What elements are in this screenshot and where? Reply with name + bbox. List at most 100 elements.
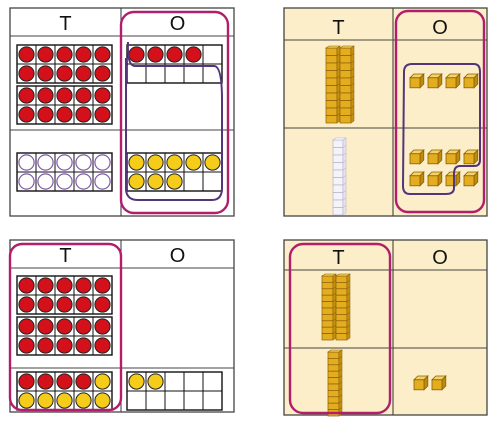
red-counter bbox=[19, 66, 34, 81]
red-counter bbox=[129, 47, 144, 62]
yellow-counter bbox=[129, 374, 144, 389]
rod-unit bbox=[340, 78, 351, 86]
red-counter bbox=[19, 297, 34, 312]
rod-unit bbox=[340, 63, 351, 71]
rod-unit bbox=[322, 289, 333, 295]
tens-header: T bbox=[59, 13, 71, 35]
rod-side bbox=[337, 114, 340, 124]
red-counter bbox=[95, 47, 110, 62]
ten-frame bbox=[17, 317, 112, 355]
rod-unit bbox=[340, 101, 351, 109]
rod-unit bbox=[340, 93, 351, 101]
rod-unit bbox=[333, 148, 343, 156]
yellow-counter bbox=[95, 374, 110, 389]
cube-front bbox=[464, 176, 474, 186]
red-counter bbox=[38, 107, 53, 122]
yellow-counter bbox=[148, 374, 163, 389]
rod-unit bbox=[322, 282, 333, 288]
rod-unit bbox=[333, 170, 343, 178]
red-counter bbox=[95, 319, 110, 334]
panel-border bbox=[284, 240, 487, 415]
red-counter bbox=[57, 319, 72, 334]
ones-header: O bbox=[170, 245, 186, 267]
ones-header: O bbox=[170, 13, 186, 35]
red-counter bbox=[95, 338, 110, 353]
rod-unit bbox=[322, 276, 333, 282]
rod-unit bbox=[322, 302, 333, 308]
rod-unit bbox=[340, 108, 351, 116]
yellow-counter bbox=[148, 174, 163, 189]
red-counter bbox=[76, 66, 91, 81]
rod-side bbox=[351, 114, 354, 124]
tens-header: T bbox=[332, 247, 344, 269]
rod-unit bbox=[336, 308, 347, 314]
red-counter bbox=[76, 47, 91, 62]
cube-front bbox=[410, 154, 420, 164]
yellow-counter bbox=[205, 155, 220, 170]
rod-unit bbox=[328, 397, 339, 403]
red-counter bbox=[38, 297, 53, 312]
yellow-counter bbox=[186, 155, 201, 170]
ones-header: O bbox=[432, 17, 448, 39]
cube-front bbox=[414, 380, 424, 390]
yellow-counter bbox=[76, 393, 91, 408]
red-counter bbox=[76, 319, 91, 334]
cube-front bbox=[464, 78, 474, 88]
ten-frame bbox=[17, 153, 112, 191]
rod-unit bbox=[326, 108, 337, 116]
cube-front bbox=[428, 78, 438, 88]
red-counter bbox=[57, 278, 72, 293]
red-counter bbox=[76, 107, 91, 122]
cube-front bbox=[446, 154, 456, 164]
yellow-counter bbox=[19, 393, 34, 408]
rod-unit bbox=[336, 321, 347, 327]
rod-unit bbox=[322, 321, 333, 327]
empty-counter bbox=[76, 174, 91, 189]
rod-unit bbox=[336, 289, 347, 295]
red-counter bbox=[38, 47, 53, 62]
rod-unit bbox=[333, 163, 343, 171]
rod-unit bbox=[326, 116, 337, 124]
rod-unit bbox=[333, 200, 343, 208]
one-cube bbox=[464, 74, 478, 88]
rod-unit bbox=[336, 327, 347, 333]
rod-unit bbox=[333, 178, 343, 186]
red-counter bbox=[95, 278, 110, 293]
rod-unit bbox=[328, 390, 339, 396]
yellow-counter bbox=[148, 155, 163, 170]
red-counter bbox=[19, 278, 34, 293]
yellow-counter bbox=[38, 393, 53, 408]
rod-unit bbox=[336, 334, 347, 340]
panel-ten-frames-regroup-ones: TO bbox=[10, 8, 234, 216]
ten-rod bbox=[328, 350, 342, 416]
yellow-counter bbox=[129, 155, 144, 170]
red-counter bbox=[38, 319, 53, 334]
ten-frame bbox=[17, 372, 112, 410]
empty-counter bbox=[19, 174, 34, 189]
red-counter bbox=[95, 297, 110, 312]
red-counter bbox=[57, 338, 72, 353]
one-cube bbox=[464, 172, 478, 186]
rod-unit bbox=[328, 384, 339, 390]
ghost-ten-rod bbox=[333, 138, 346, 215]
one-cube bbox=[432, 376, 446, 390]
rod-unit bbox=[333, 193, 343, 201]
red-counter bbox=[57, 88, 72, 103]
rod-unit bbox=[340, 116, 351, 124]
red-counter bbox=[38, 88, 53, 103]
cube-front bbox=[428, 176, 438, 186]
rod-unit bbox=[326, 56, 337, 64]
rod-unit bbox=[328, 378, 339, 384]
rod-unit bbox=[336, 302, 347, 308]
empty-counter bbox=[38, 155, 53, 170]
empty-counter bbox=[38, 174, 53, 189]
rod-unit bbox=[326, 63, 337, 71]
cube-front bbox=[410, 78, 420, 88]
empty-counter bbox=[76, 155, 91, 170]
rod-unit bbox=[326, 101, 337, 109]
ones-header: O bbox=[432, 247, 448, 269]
empty-counter bbox=[19, 155, 34, 170]
